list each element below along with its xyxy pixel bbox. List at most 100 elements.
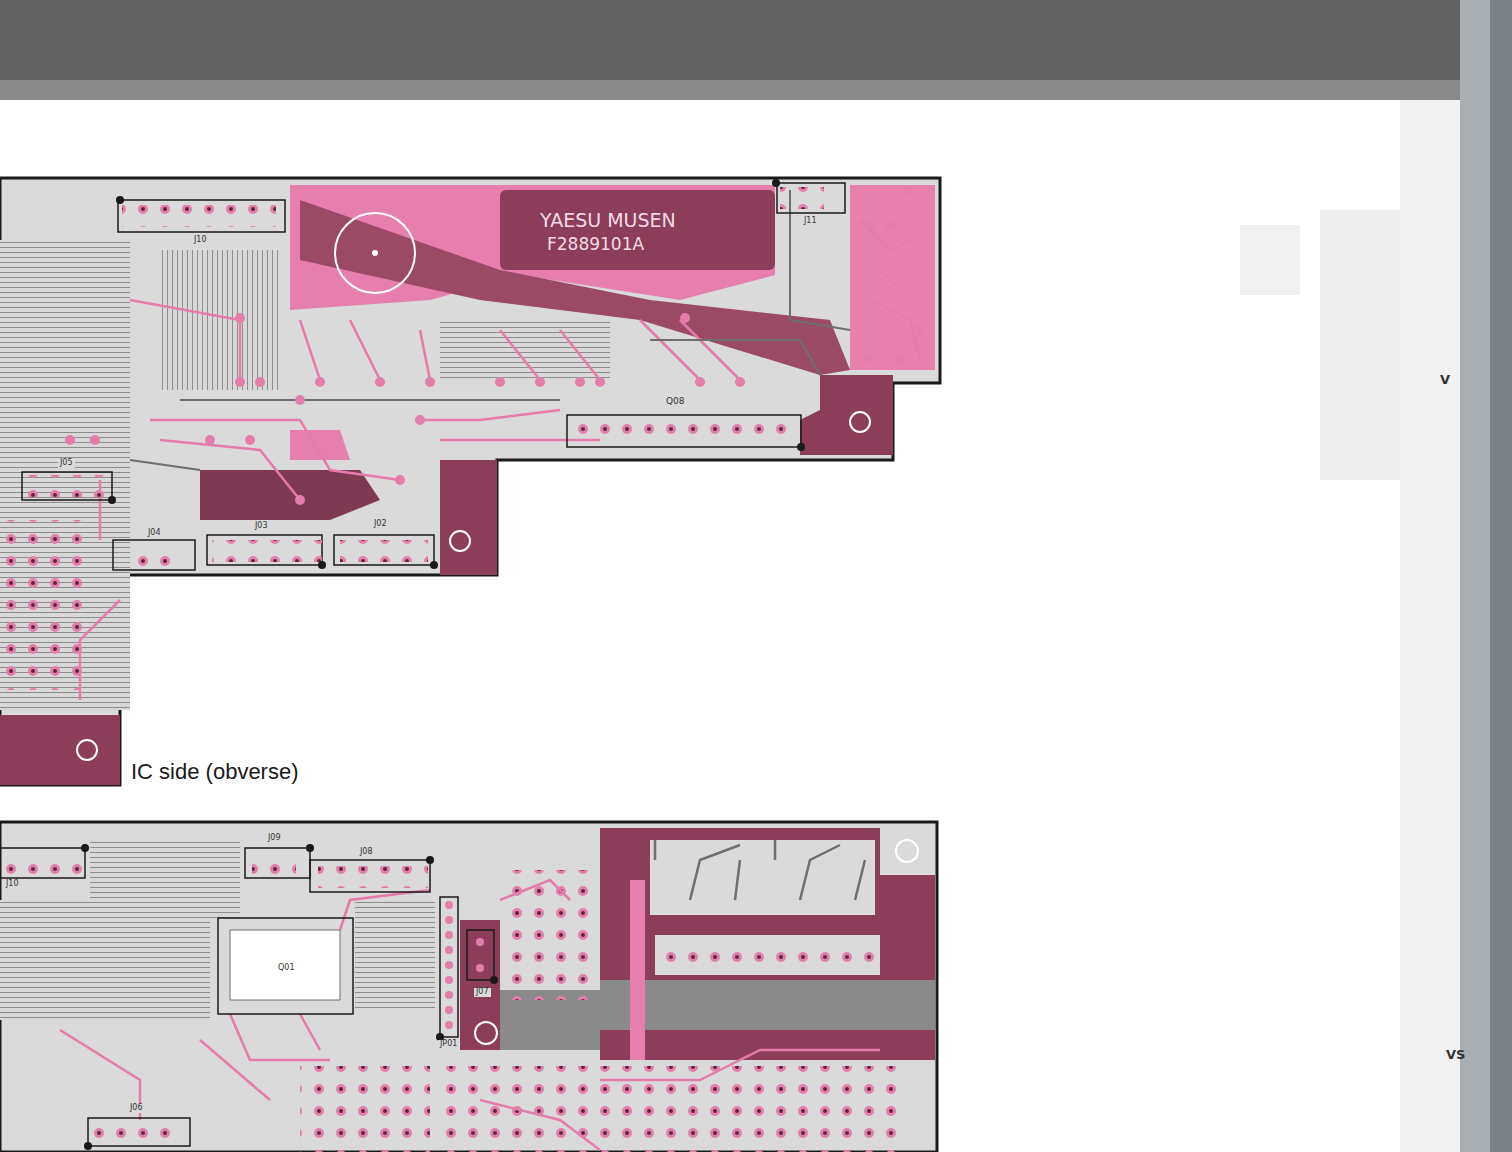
pcb-path	[640, 320, 700, 380]
pcb-circle	[865, 355, 875, 365]
pcb-path	[230, 1014, 330, 1060]
bus-traces	[160, 250, 280, 390]
connector-ref: J04	[146, 529, 163, 538]
pcb-circle	[235, 313, 245, 323]
pcb-circle	[90, 435, 100, 445]
pcb-circle	[235, 377, 245, 387]
pcb-circle	[395, 475, 405, 485]
connector-outline	[22, 183, 845, 570]
transistor-ref: Q08	[664, 397, 687, 407]
connector-ref: J06	[128, 1104, 145, 1113]
pcb-circle	[575, 377, 585, 387]
pcb-path	[200, 1040, 270, 1100]
pcb-circle	[255, 377, 265, 387]
pin1-marker	[81, 844, 498, 1150]
pcb-circle	[425, 377, 435, 387]
pcb-circle	[495, 377, 505, 387]
pcb-path	[880, 270, 900, 290]
copper-band	[460, 920, 500, 1050]
top-bar	[0, 0, 1512, 100]
bus-traces	[355, 900, 435, 1010]
pcb-rect	[334, 535, 434, 565]
pcb-circle	[476, 964, 484, 972]
connector-pins	[252, 852, 296, 874]
pad-array	[500, 870, 600, 1000]
pcb-path	[690, 845, 740, 900]
pcb-path	[870, 300, 920, 360]
connector-pins	[318, 866, 428, 888]
pcb-path	[180, 399, 560, 401]
connector-pins	[26, 475, 114, 497]
pcb-circle	[772, 179, 780, 187]
pcb-circle	[445, 976, 453, 984]
pcb-circle	[205, 435, 215, 445]
pcb-rect	[88, 1118, 190, 1146]
pcb-path	[774, 840, 777, 860]
mount-ring	[335, 213, 415, 293]
copper-pour	[850, 185, 935, 370]
pcb-circle	[476, 938, 484, 946]
pcb-path	[300, 1014, 320, 1050]
copper-plane	[800, 375, 893, 455]
pcb-rect	[207, 535, 322, 565]
ic-body	[230, 930, 340, 1000]
pcb-circle	[595, 377, 605, 387]
connector-pins	[212, 540, 322, 562]
page-ground	[0, 100, 1460, 1152]
mount-center	[372, 250, 378, 256]
pcb-path	[800, 845, 840, 900]
pcb-circle	[445, 991, 453, 999]
right-strip	[1400, 100, 1460, 1152]
pcb-path	[735, 860, 740, 900]
trace-group	[60, 880, 880, 1150]
page-mark: V	[1438, 373, 1452, 387]
connector-pins	[0, 852, 88, 874]
pcb-circle	[885, 220, 895, 230]
connector-pins	[572, 420, 792, 442]
pcb-circle	[315, 377, 325, 387]
pcb-path	[420, 410, 560, 420]
copper-pour	[200, 470, 380, 520]
pcb-circle	[108, 496, 116, 504]
pcb-rect	[113, 540, 195, 570]
pcb-rect	[440, 897, 458, 1037]
ic-outline	[218, 918, 353, 1014]
board-top	[0, 178, 940, 785]
pcb-circle	[245, 435, 255, 445]
pcb-path	[654, 840, 657, 860]
pcb-rect	[567, 415, 801, 447]
pcb-path	[855, 860, 865, 900]
pcb-circle	[81, 844, 89, 852]
pcb-circle	[735, 377, 745, 387]
pcb-circle	[306, 844, 314, 852]
connector-ref: J07	[474, 988, 491, 997]
connector-pins	[445, 901, 484, 1029]
pad-array	[660, 944, 880, 966]
pcb-circle	[535, 377, 545, 387]
binding-edge-dark	[1490, 0, 1512, 1152]
copper-plane	[600, 828, 935, 1060]
pcb-circle	[84, 1142, 92, 1150]
pcb-circle	[295, 495, 305, 505]
connector-ref: J11	[802, 217, 819, 226]
connector-outline	[0, 848, 494, 1146]
connector-ref: J08	[358, 848, 375, 857]
pcb-circle	[426, 856, 434, 864]
pcb-rect	[118, 200, 285, 232]
pcb-path	[680, 320, 740, 380]
pcb-circle	[905, 187, 915, 197]
pcb-rect	[777, 183, 845, 213]
pin1-marker	[108, 179, 805, 569]
pcb-rect	[310, 860, 430, 892]
pcb-circle	[318, 561, 326, 569]
top-bar-shade	[0, 80, 1512, 100]
show-through	[1320, 210, 1400, 480]
pcb-path	[500, 330, 540, 380]
pcb-circle	[116, 196, 124, 204]
pcb-circle	[375, 377, 385, 387]
mount-hole	[450, 531, 470, 551]
pcb-circle	[445, 901, 453, 909]
pcb-circle	[915, 325, 925, 335]
silkscreen-maker: YAESU MUSEN	[538, 210, 678, 231]
